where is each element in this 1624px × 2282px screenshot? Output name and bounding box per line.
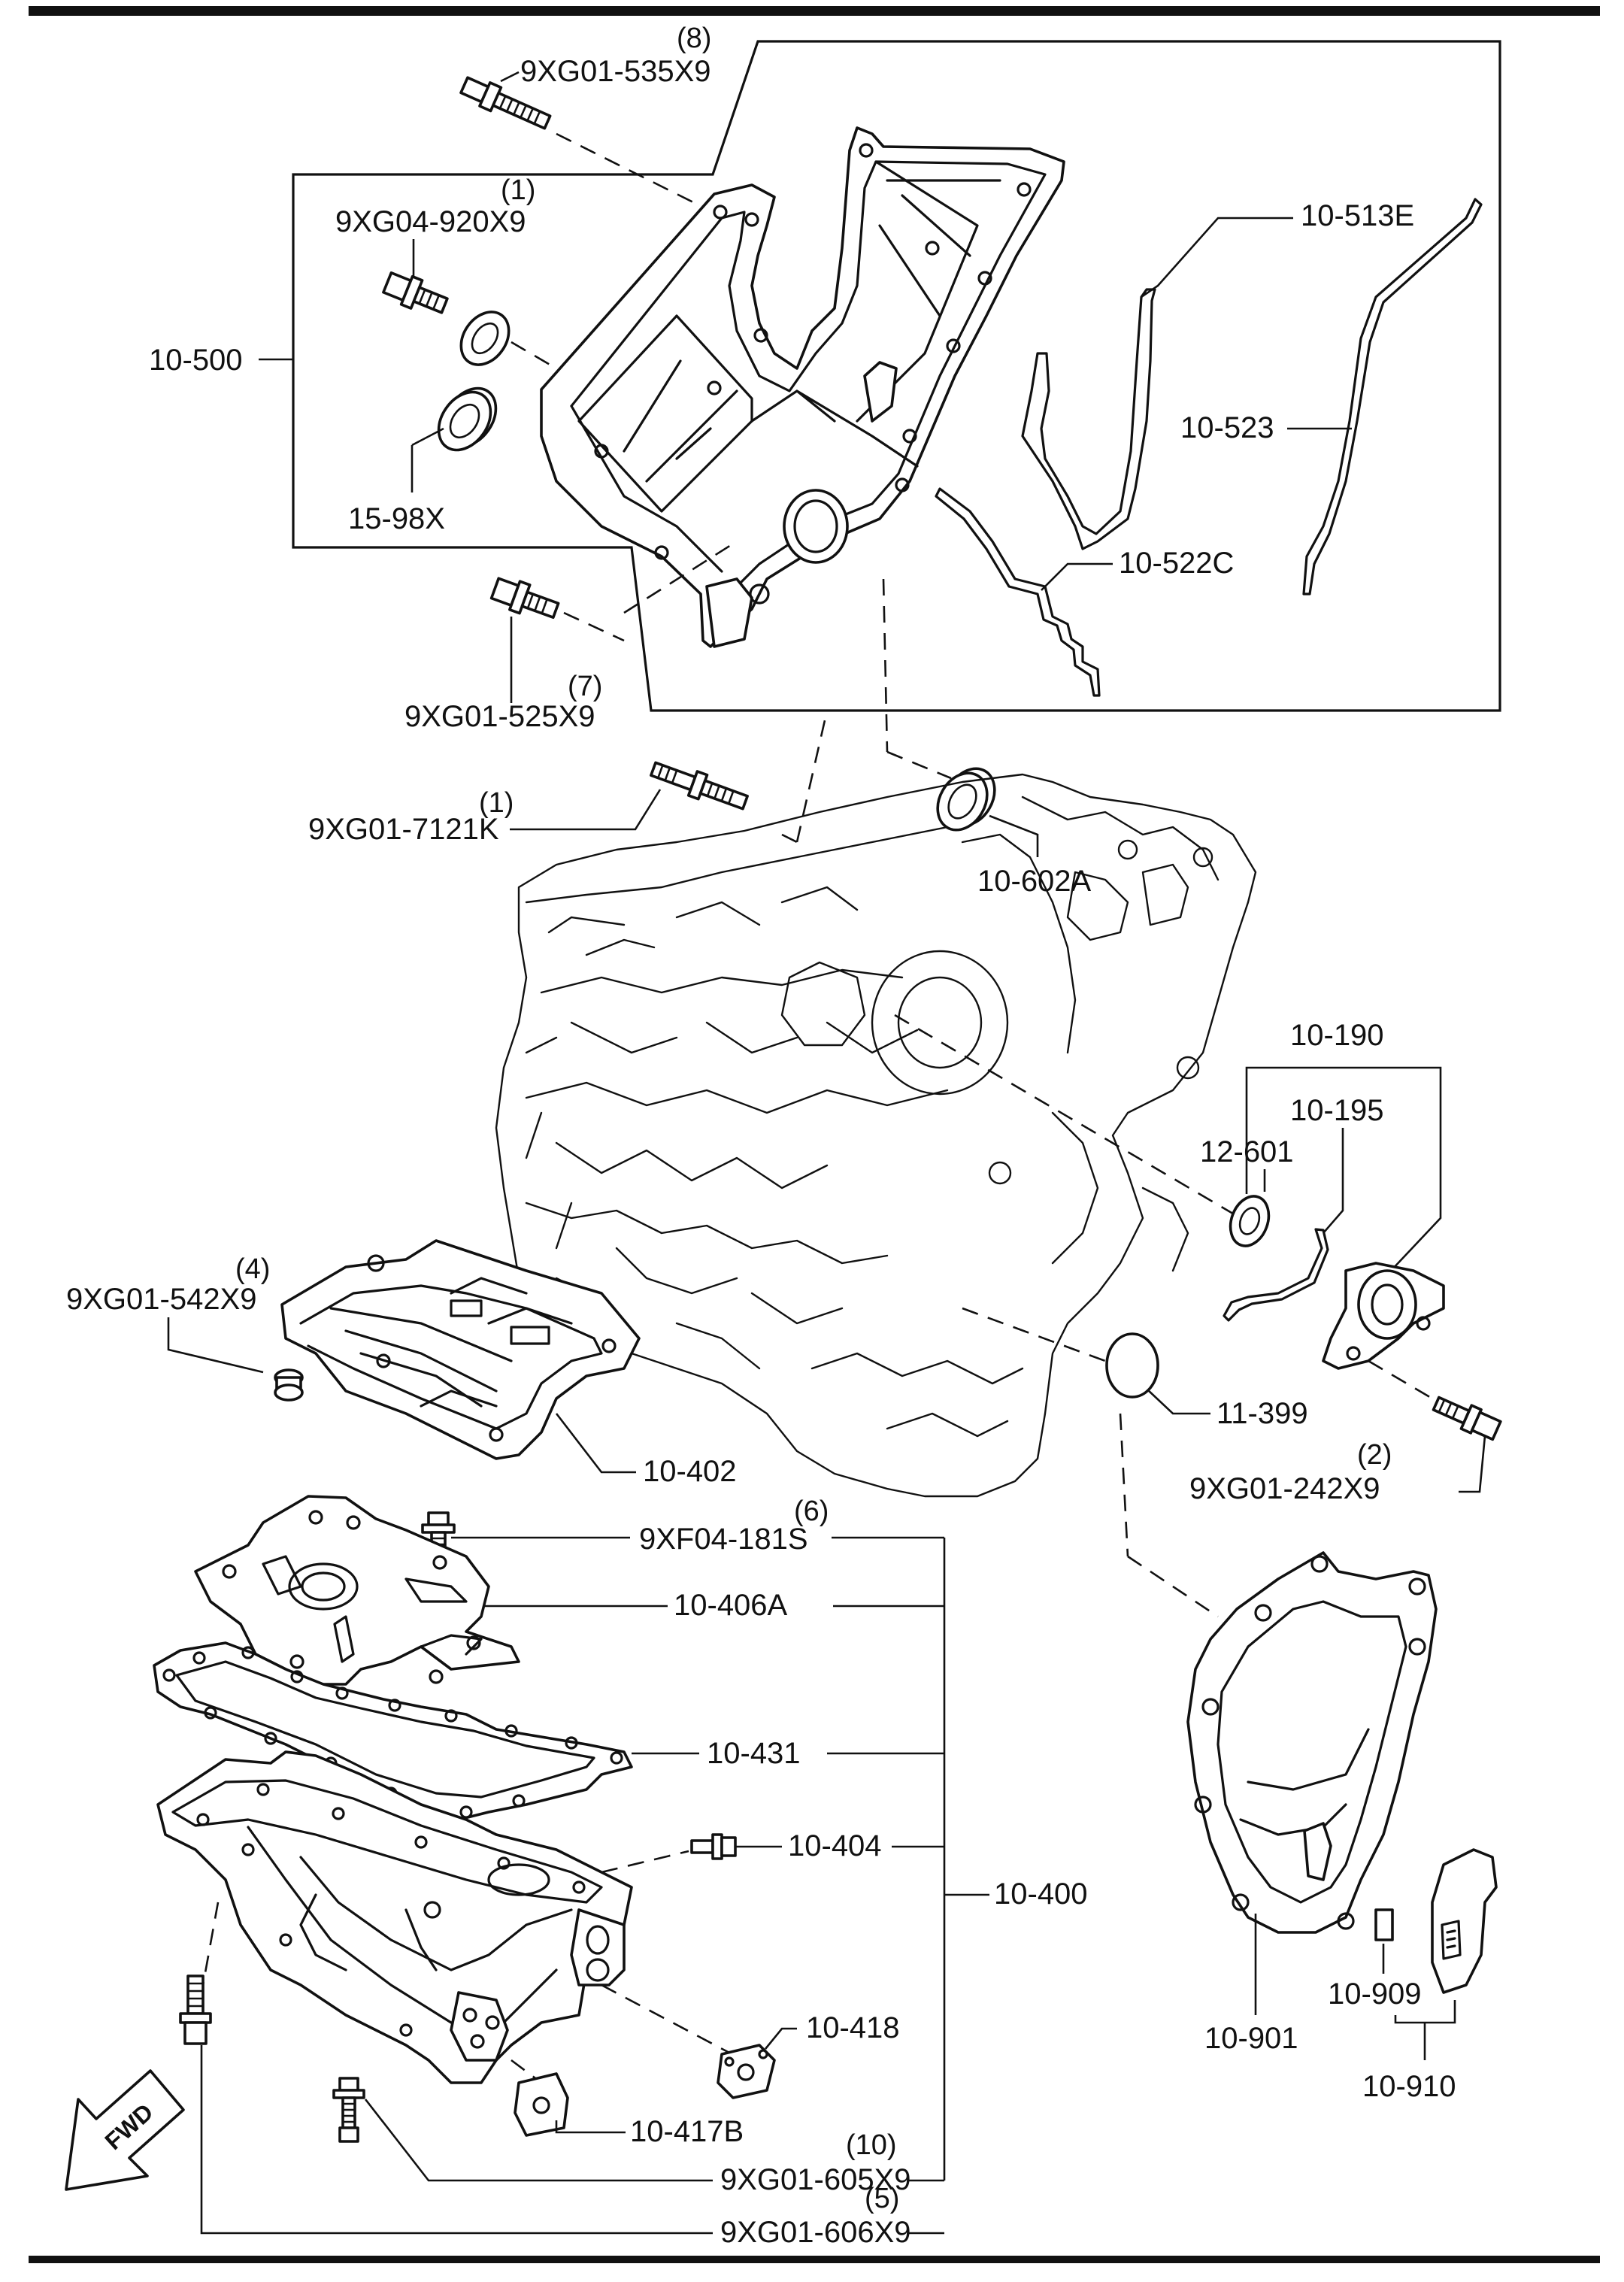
rear-seal-cover-10-190 [1322,1262,1445,1370]
fwd-arrow-icon: FWD [65,2069,185,2191]
callout-bolt-605-qty: (10) [846,2129,897,2161]
callout-end-plate-901: 10-901 [1204,2022,1298,2055]
timing-chain-cover [540,126,1065,648]
callout-oring-399: 11-399 [1216,1397,1308,1430]
callout-bolt-242-qty: (2) [1357,1439,1392,1471]
gasket-10-513e [1021,288,1156,550]
callout-bolt-605: 9XG01-605X9 [720,2163,911,2196]
callout-nut-542-qty: (4) [235,1253,270,1285]
bolt-525x9 [489,577,560,620]
callout-stud-7121-qty: (1) [479,787,514,819]
callout-cover-910: 10-910 [1362,2070,1456,2103]
o-ring-11-399 [1105,1332,1159,1399]
callout-bolt-181: 9XF04-181S [639,1523,808,1556]
callout-plate-406a: 10-406A [674,1589,788,1622]
callout-plug-909: 10-909 [1328,1977,1422,2011]
callout-seal-601: 12-601 [1200,1135,1294,1168]
oil-seal-15-98x [437,311,511,452]
oil-seal-10-602a [936,767,996,832]
nut-542x9 [274,1368,304,1402]
callout-nut-542: 9XG01-542X9 [66,1283,257,1316]
callout-baffle-402: 10-402 [643,1455,737,1488]
callout-gasket-513e: 10-513E [1301,199,1414,232]
callout-bolt-606-qty: (5) [865,2183,899,2214]
callout-gasket-431: 10-431 [707,1737,801,1770]
baffle-plate-10-402 [280,1239,641,1460]
callout-seal-15-98x: 15-98X [348,502,445,535]
timing-cover-group-box [292,40,1501,712]
callout-rear-cover-190: 10-190 [1290,1019,1384,1052]
callout-timing-cover: 10-500 [149,344,243,377]
cover-10-910 [1431,1848,1498,1994]
callout-cover-417b: 10-417B [630,2115,744,2148]
callout-bolt-242: 9XG01-242X9 [1189,1472,1380,1505]
gasket-10-522c [935,487,1101,697]
oil-seal-12-601 [1229,1195,1271,1247]
callout-stud-7121: 9XG01-7121K [308,813,499,846]
callout-gasket-522c: 10-522C [1119,547,1234,580]
callout-drain-plug-404: 10-404 [788,1829,882,1862]
callout-gasket-195: 10-195 [1290,1094,1384,1127]
callout-gasket-523: 10-523 [1180,411,1274,444]
drain-plug-10-404 [690,1833,737,1860]
callout-bolt-525: 9XG01-525X9 [404,700,595,733]
bolt-606x9 [179,1974,212,2045]
callout-bolt-535-qty: (8) [677,23,711,54]
callout-bolt-920: 9XG04-920X9 [335,205,526,238]
callout-bolt-181-qty: (6) [794,1496,829,1527]
callout-bolt-920-qty: (1) [501,174,535,206]
cover-plate-10-418 [717,2044,776,2099]
cover-plate-10-417b [514,2072,569,2137]
plug-10-909 [1374,1908,1394,1941]
callout-oil-pan-400: 10-400 [994,1877,1088,1911]
top-border [29,6,1600,16]
stud-7121k [650,761,749,811]
callout-bolt-525-qty: (7) [568,671,602,702]
bottom-border [29,2256,1600,2263]
callout-bolt-606: 9XG01-606X9 [720,2216,911,2249]
oil-pan [156,1750,633,2084]
callout-cover-418: 10-418 [806,2011,900,2044]
bolt-535x9 [459,76,552,130]
bolt-605x9 [332,2077,365,2143]
gasket-10-431 [153,1641,633,1821]
bolt-242x9 [1432,1396,1502,1441]
callout-bolt-535: 9XG01-535X9 [520,55,711,88]
gasket-10-195 [1223,1228,1329,1322]
gasket-10-523 [1302,198,1483,596]
bolt-920x9 [382,271,449,314]
end-plate-10-901 [1186,1551,1438,1934]
